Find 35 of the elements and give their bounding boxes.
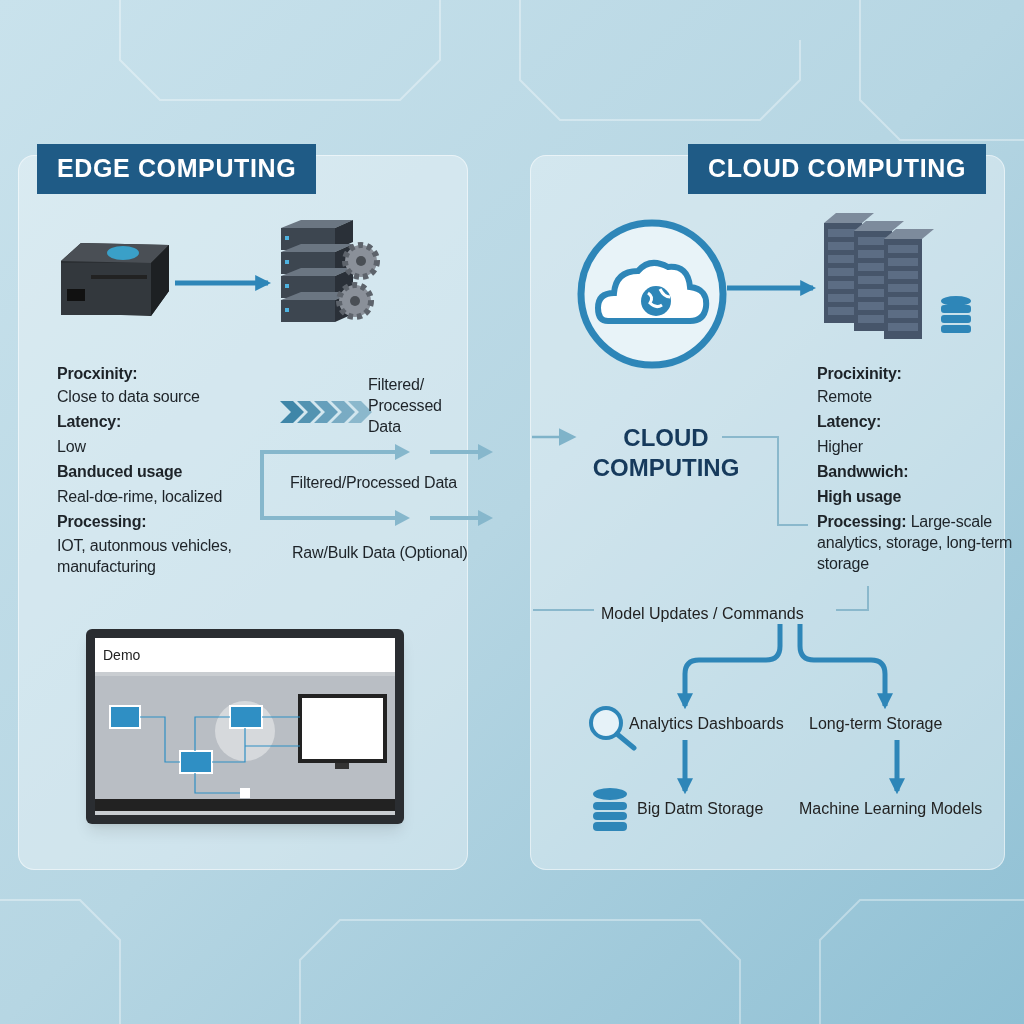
- property-text: Banduced usage: [57, 462, 184, 482]
- property-text: IOT, autonmous vehicles, manufacturing: [57, 536, 233, 577]
- arrow: [889, 740, 905, 795]
- arrow: [677, 740, 693, 795]
- property-text: Processing:: [57, 512, 148, 532]
- screen-title: Demo: [103, 645, 141, 665]
- property-text: Bandwwich:: [817, 462, 910, 482]
- property-text: Close to data source: [57, 387, 201, 407]
- property-text: Real-dœ-rime, localized: [57, 487, 224, 507]
- property-text: Procixinity:: [817, 364, 903, 384]
- destination-label: Machine Learning Models: [799, 794, 1003, 824]
- demo-screen: [86, 629, 404, 824]
- property-text: Filtered/ Processed Data: [368, 375, 443, 437]
- property-text: High usage: [817, 487, 903, 507]
- section-heading: EDGE COMPUTING: [37, 144, 317, 194]
- arrow: [677, 624, 783, 710]
- property-text: Higher: [817, 437, 864, 457]
- arrow: [175, 275, 272, 291]
- property-text: Processing: Large-scale analytics, storage, long-term storage: [817, 512, 1014, 574]
- arrow: [532, 428, 577, 446]
- property-text: Filtered/Processed Data: [290, 473, 459, 493]
- destination-label: Big Datm Storage: [637, 794, 783, 824]
- destination-label: Long-term Storage: [809, 709, 963, 739]
- section-heading: CLOUD COMPUTING: [688, 144, 986, 194]
- destination-label: Analytics Dashboards: [629, 709, 794, 739]
- property-text: Procxinity:: [57, 364, 139, 384]
- property-text: Latency:: [817, 412, 883, 432]
- flow-label: Model Updates / Commands: [601, 599, 831, 625]
- center-title: CLOUD COMPUTING: [576, 423, 756, 485]
- property-text: Low: [57, 437, 87, 457]
- property-text: Raw/Bulk Data (Optional): [292, 543, 469, 563]
- property-text: Remote: [817, 387, 873, 407]
- arrow: [727, 280, 817, 296]
- arrow: [797, 624, 893, 710]
- property-text: Latency:: [57, 412, 123, 432]
